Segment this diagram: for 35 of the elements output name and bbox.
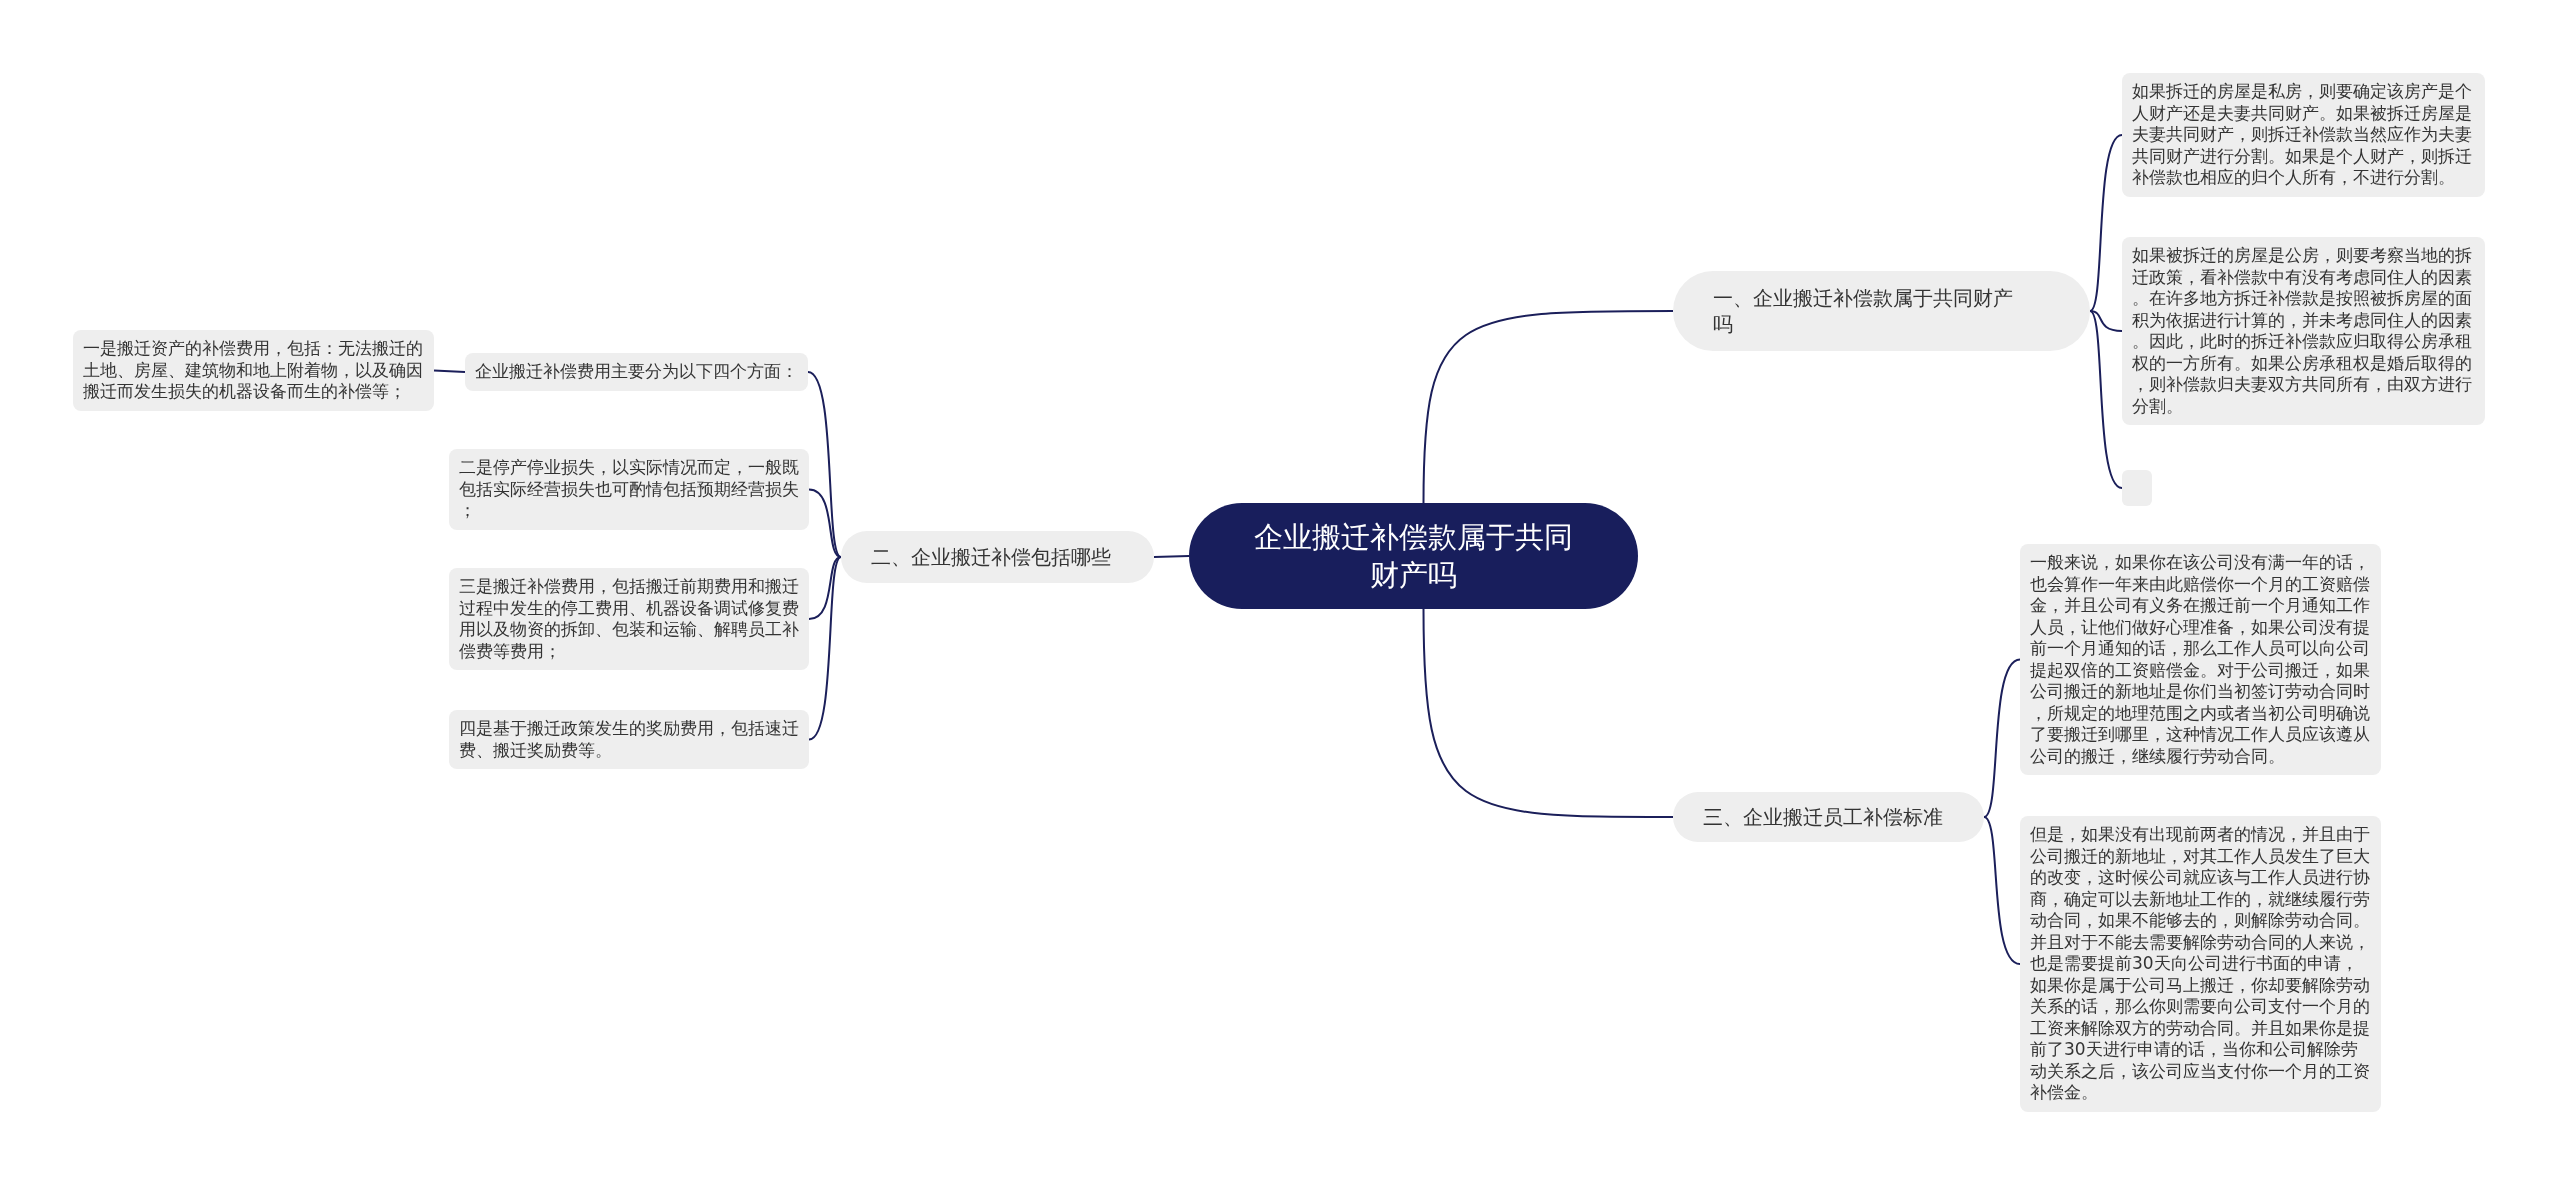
connector-line <box>2089 310 2123 332</box>
topic-text: 二、企业搬迁补偿包括哪些 <box>871 544 1111 570</box>
connector-line <box>2089 310 2123 489</box>
connector-line <box>807 371 842 558</box>
note-card <box>449 449 809 530</box>
note-card <box>465 353 808 391</box>
topic-text: 三、企业搬迁员工补偿标准 <box>1703 804 1943 830</box>
note-text: 如果拆迁的房屋是私房，则要确定该房产是个人财产还是夫妻共同财产。如果被拆迁房屋是夫妻共同财产，则拆迁补偿款当然应作为夫妻共同财产进行分割。如果是个人财产，则拆迁补偿款也相应的归个人所有，不进行分割。 <box>2132 81 2473 189</box>
topic-text: 企业搬迁补偿款属于共同财产吗 <box>1253 519 1574 594</box>
note-card <box>449 710 809 769</box>
connector-line <box>1983 816 2021 965</box>
connector-line <box>1422 608 1674 818</box>
connector-line <box>1983 658 2021 818</box>
topic-text: 一、企业搬迁补偿款属于共同财产吗 <box>1713 285 2014 337</box>
note-text: 一般来说，如果你在该公司没有满一年的话，也会算作一年来由此赔偿你一个月的工资赔偿金，并且公司有义务在搬迁前一个月通知工作人员，让他们做好心理准备，如果公司没有提前一个月通知的话，那么工作人员可以向公司提起双倍的工资赔偿金。对于公司搬迁，如果公司搬迁的新地址是你们当初签订劳动合同时，所规定的地理范围之内或者当初公司明确说了要搬迁到哪里，这种情况工作人员应该遵从公司的搬迁，继续履行劳动合同。 <box>2030 552 2371 767</box>
connector-line <box>808 556 842 741</box>
note-card <box>73 330 434 411</box>
branch-topic <box>1673 792 1984 842</box>
branch-topic <box>841 531 1154 583</box>
note-text: 三是搬迁补偿费用，包括搬迁前期费用和搬迁过程中发生的停工费用、机器设备调试修复费用以及物资的拆卸、包装和运输、解聘员工补偿费等费用； <box>459 576 799 662</box>
note-card <box>449 568 809 670</box>
note-text: 但是，如果没有出现前两者的情况，并且由于公司搬迁的新地址，对其工作人员发生了巨大的改变，这时候公司就应该与工作人员进行协商，确定可以去新地址工作的，就继续履行劳动合同，如果不能够去的，则解除劳动合同。并且对于不能去需要解除劳动合同的人来说，也是需要提前30天向公司进行书面的申请，如果你是属于公司马上搬迁，你却要解除劳动关系的话，那么你则需要向公司支付一个月的工资来解除双方的劳动合同。并且如果你是提前了30天进行申请的话，当你和公司解除劳动关系之后，该公司应当支付你一个月的工资补偿金。 <box>2030 824 2371 1104</box>
note-text: 四是基于搬迁政策发生的奖励费用，包括速迁费、搬迁奖励费等。 <box>459 718 799 761</box>
note-card <box>2122 73 2485 197</box>
connector-line <box>1422 310 1674 504</box>
connector-line <box>1153 555 1190 558</box>
connector-line <box>433 369 466 373</box>
note-text: 企业搬迁补偿费用主要分为以下四个方面： <box>475 361 798 383</box>
note-text: 二是停产停业损失，以实际情况而定，一般既包括实际经营损失也可酌情包括预期经营损失； <box>459 457 799 522</box>
empty-card <box>2122 470 2152 506</box>
note-text: 一是搬迁资产的补偿费用，包括：无法搬迁的土地、房屋、建筑物和地上附着物，以及确因搬迁而发生损失的机器设备而生的补偿等； <box>83 338 424 403</box>
connector-line <box>2089 134 2123 312</box>
note-text: 如果被拆迁的房屋是公房，则要考察当地的拆迁政策，看补偿款中有没有考虑同住人的因素。在许多地方拆迁补偿款是按照被拆房屋的面积为依据进行计算的，并未考虑同住人的因素。因此，此时的拆迁补偿款应归取得公房承租权的一方所有。如果公房承租权是婚后取得的，则补偿款归夫妻双方共同所有，由双方进行分割。 <box>2132 245 2473 417</box>
connector-line <box>808 488 842 558</box>
connector-line <box>808 556 842 620</box>
